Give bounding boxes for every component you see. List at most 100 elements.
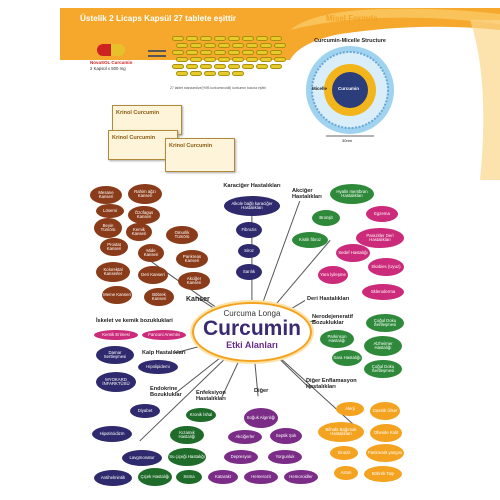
center-hub bbox=[192, 302, 312, 362]
tablet-icon bbox=[242, 64, 254, 69]
endocrine-item: Hipotiroidizm bbox=[92, 426, 132, 442]
endocrine-item: Diyabet bbox=[130, 404, 160, 418]
other-item: Soğuk Algınlığı bbox=[244, 408, 278, 428]
liver-item: Fibrozis bbox=[236, 222, 262, 238]
cancer-item: Prostat Kanseri bbox=[100, 238, 128, 256]
tablet-icon bbox=[242, 36, 254, 41]
liver-item: Siroz bbox=[238, 244, 260, 258]
lung-item: Hyalin membran Hastalıkları bbox=[330, 184, 374, 204]
tablet-grid bbox=[172, 36, 292, 82]
skin-item: Egzema bbox=[366, 206, 398, 222]
heading-other: Diğer bbox=[254, 388, 269, 394]
heading-liver: Karaciğer Hastalıkları bbox=[223, 183, 281, 189]
center-subtitle: Curcuma Longa bbox=[223, 309, 281, 318]
cancer-item: Rahim ağzı Kanseri bbox=[128, 184, 162, 204]
tablet-icon bbox=[270, 64, 282, 69]
other-item: Depresyon bbox=[224, 450, 258, 464]
micelle-label: Micelle bbox=[312, 86, 328, 91]
infection-item: Su çiçeği Hastalığı bbox=[168, 448, 206, 466]
inflam-item: Gastrik Ülser bbox=[370, 402, 400, 420]
micelle-diagram bbox=[306, 46, 394, 137]
skeletal-item: Fanconi Anemisi bbox=[142, 330, 186, 340]
heading-heart: Kalp Hastalıkları bbox=[142, 350, 186, 356]
tablet-icon bbox=[200, 36, 212, 41]
tablet-icon bbox=[228, 64, 240, 69]
product-box: Krinol Curcumin bbox=[108, 130, 178, 160]
heart-item: Damar Sertleşmesi bbox=[96, 346, 134, 364]
cancer-item: Meme Kanseri bbox=[102, 286, 132, 304]
skin-item: Sedef Hastalığı bbox=[336, 244, 370, 262]
tablet-icon bbox=[270, 36, 282, 41]
orange-swoosh-background bbox=[60, 8, 500, 180]
cancer-item: Lösemi bbox=[96, 204, 124, 218]
neuro-item: Alzheimer Hastalığı bbox=[364, 336, 402, 356]
micelle-structure-label: Curcumin-Micelle Structure bbox=[314, 38, 386, 44]
cancer-item: Kolorektal Kanserler bbox=[96, 262, 130, 282]
skin-item: Yara İyileşme bbox=[318, 266, 348, 284]
tablet-icon bbox=[190, 57, 202, 62]
product-dose-label: 2 Kapsül x 500 mg bbox=[90, 66, 126, 71]
other-item: Hemerozit bbox=[244, 470, 278, 484]
other-item: Katarakt bbox=[208, 470, 238, 484]
tablet-icon bbox=[186, 36, 198, 41]
neuro-item: Sara Hastalığı bbox=[332, 350, 362, 366]
product-box-label: Krinol Curcumin bbox=[169, 143, 213, 149]
heading-endocrine: Endokrine Bozukluklar bbox=[150, 386, 182, 399]
other-item: Hemoroidler bbox=[284, 470, 318, 484]
heading-lung: Akciğer Hastalıkları bbox=[292, 188, 322, 201]
neuro-item: Çoğul Doku Sertleşmesi bbox=[364, 360, 402, 378]
tablet-icon bbox=[200, 64, 212, 69]
skin-item: Parazitler Deri Hastalıkları bbox=[356, 228, 404, 248]
tablet-icon bbox=[176, 71, 188, 76]
product-capsule-image bbox=[97, 44, 125, 56]
tablet-icon bbox=[172, 64, 184, 69]
skin-item: Skabies (Uyuz) bbox=[368, 258, 404, 276]
heading-skin: Deri Hastalıkları bbox=[307, 296, 350, 302]
inflam-item: Bilhabi Bağırsak Hastalıkları bbox=[318, 422, 364, 442]
endocrine-item: Antihelmintik bbox=[94, 470, 132, 486]
tablet-icon bbox=[176, 57, 188, 62]
tablet-icon bbox=[200, 50, 212, 55]
cancer-item: Özofagus Kanseri bbox=[128, 206, 160, 224]
lung-item: Kistik fibroz bbox=[292, 232, 328, 248]
tablet-icon bbox=[214, 36, 226, 41]
inflam-item: Obesite Kolit bbox=[370, 424, 402, 442]
infection-item: Kızamık Hastalığı bbox=[170, 426, 204, 444]
infection-item: Sıtma bbox=[176, 470, 202, 484]
product-name-label: NovaSOL Curcumin bbox=[90, 60, 133, 65]
tablet-icon bbox=[256, 50, 268, 55]
tablet-icon bbox=[214, 50, 226, 55]
liver-item: Sarılık bbox=[236, 264, 262, 280]
heading-neuro: Nerodejeneratif Bozukluklar bbox=[312, 314, 354, 327]
cancer-item: Omurlik Tümörü bbox=[166, 226, 198, 244]
tablet-icon bbox=[246, 57, 258, 62]
tablet-icon bbox=[228, 50, 240, 55]
other-item: Septik Şok bbox=[270, 428, 302, 444]
inflam-item: Pankreatit yangısı bbox=[366, 444, 404, 462]
heart-item: Hipolipidemi bbox=[138, 360, 178, 374]
tablet-icon bbox=[256, 36, 268, 41]
tablet-icon bbox=[260, 57, 272, 62]
inflam-item: Böbrek Taşı bbox=[364, 466, 402, 482]
banner-title: Üstelik 2 Licaps Kapsül 27 tablete eşitt… bbox=[80, 14, 237, 23]
cancer-item: Böbrek Kanseri bbox=[144, 288, 174, 306]
tablet-icon bbox=[232, 43, 244, 48]
micelle-title: Misel Formda bbox=[326, 14, 378, 23]
infection-item: Kronik İshal bbox=[186, 408, 216, 422]
equals-icon bbox=[148, 50, 166, 52]
tablet-icon bbox=[274, 43, 286, 48]
heading-skeletal: İskelet ve kemik bozukluklari bbox=[96, 318, 173, 324]
heart-item: MYOKARD İNFARKTÜSÜ bbox=[96, 372, 136, 392]
lung-item: Bronşit bbox=[312, 210, 340, 226]
inflam-item: Alerji bbox=[336, 402, 364, 416]
tablet-icon bbox=[228, 36, 240, 41]
equals-icon-bar bbox=[148, 55, 166, 57]
tablet-icon bbox=[172, 36, 184, 41]
heading-inflam: Diğer Enflamasyon Hastalıkları bbox=[306, 378, 357, 391]
tablet-icon bbox=[204, 43, 216, 48]
tablet-icon bbox=[232, 71, 244, 76]
product-box-label: Krinol Curcumin bbox=[112, 135, 156, 141]
infection-item: Çiçek Hastalığı bbox=[138, 468, 172, 486]
center-caption: Etki Alanları bbox=[226, 340, 278, 350]
